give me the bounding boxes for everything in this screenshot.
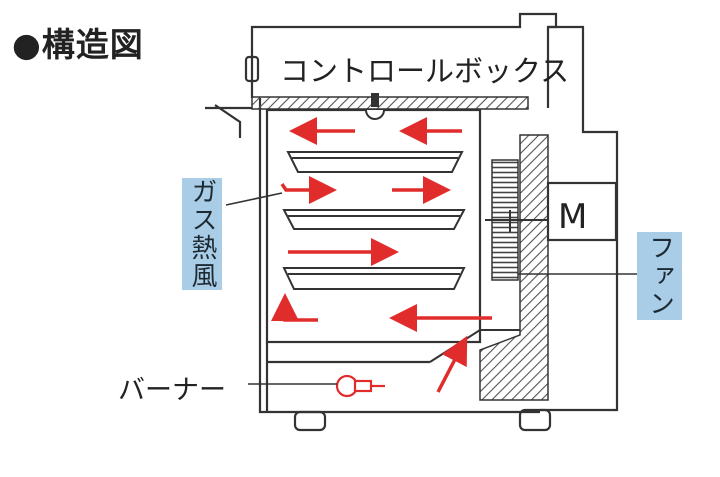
arrow-mid-left [280,176,337,204]
fan-label: ファン [637,232,682,320]
arrow-up-from-burner [436,335,468,393]
arrow-return [271,293,318,322]
trays [282,151,466,290]
diagram-title: ●構造図 [12,25,144,64]
airflow-arrows [271,117,492,393]
leader-lines [225,192,637,385]
tray-3 [282,267,466,290]
tray-2 [282,209,466,230]
gas-hot-air-label: ガス熱風 [182,178,222,290]
sensor-knob-icon [365,93,385,120]
tray-1 [286,151,464,173]
right-insulation [479,134,549,401]
control-box-label: コントロールボックス [280,54,570,88]
burner-label: バーナー [118,375,226,406]
burner-icon [335,374,385,398]
top-insulation-band [251,96,529,110]
motor-label: M [558,197,588,237]
